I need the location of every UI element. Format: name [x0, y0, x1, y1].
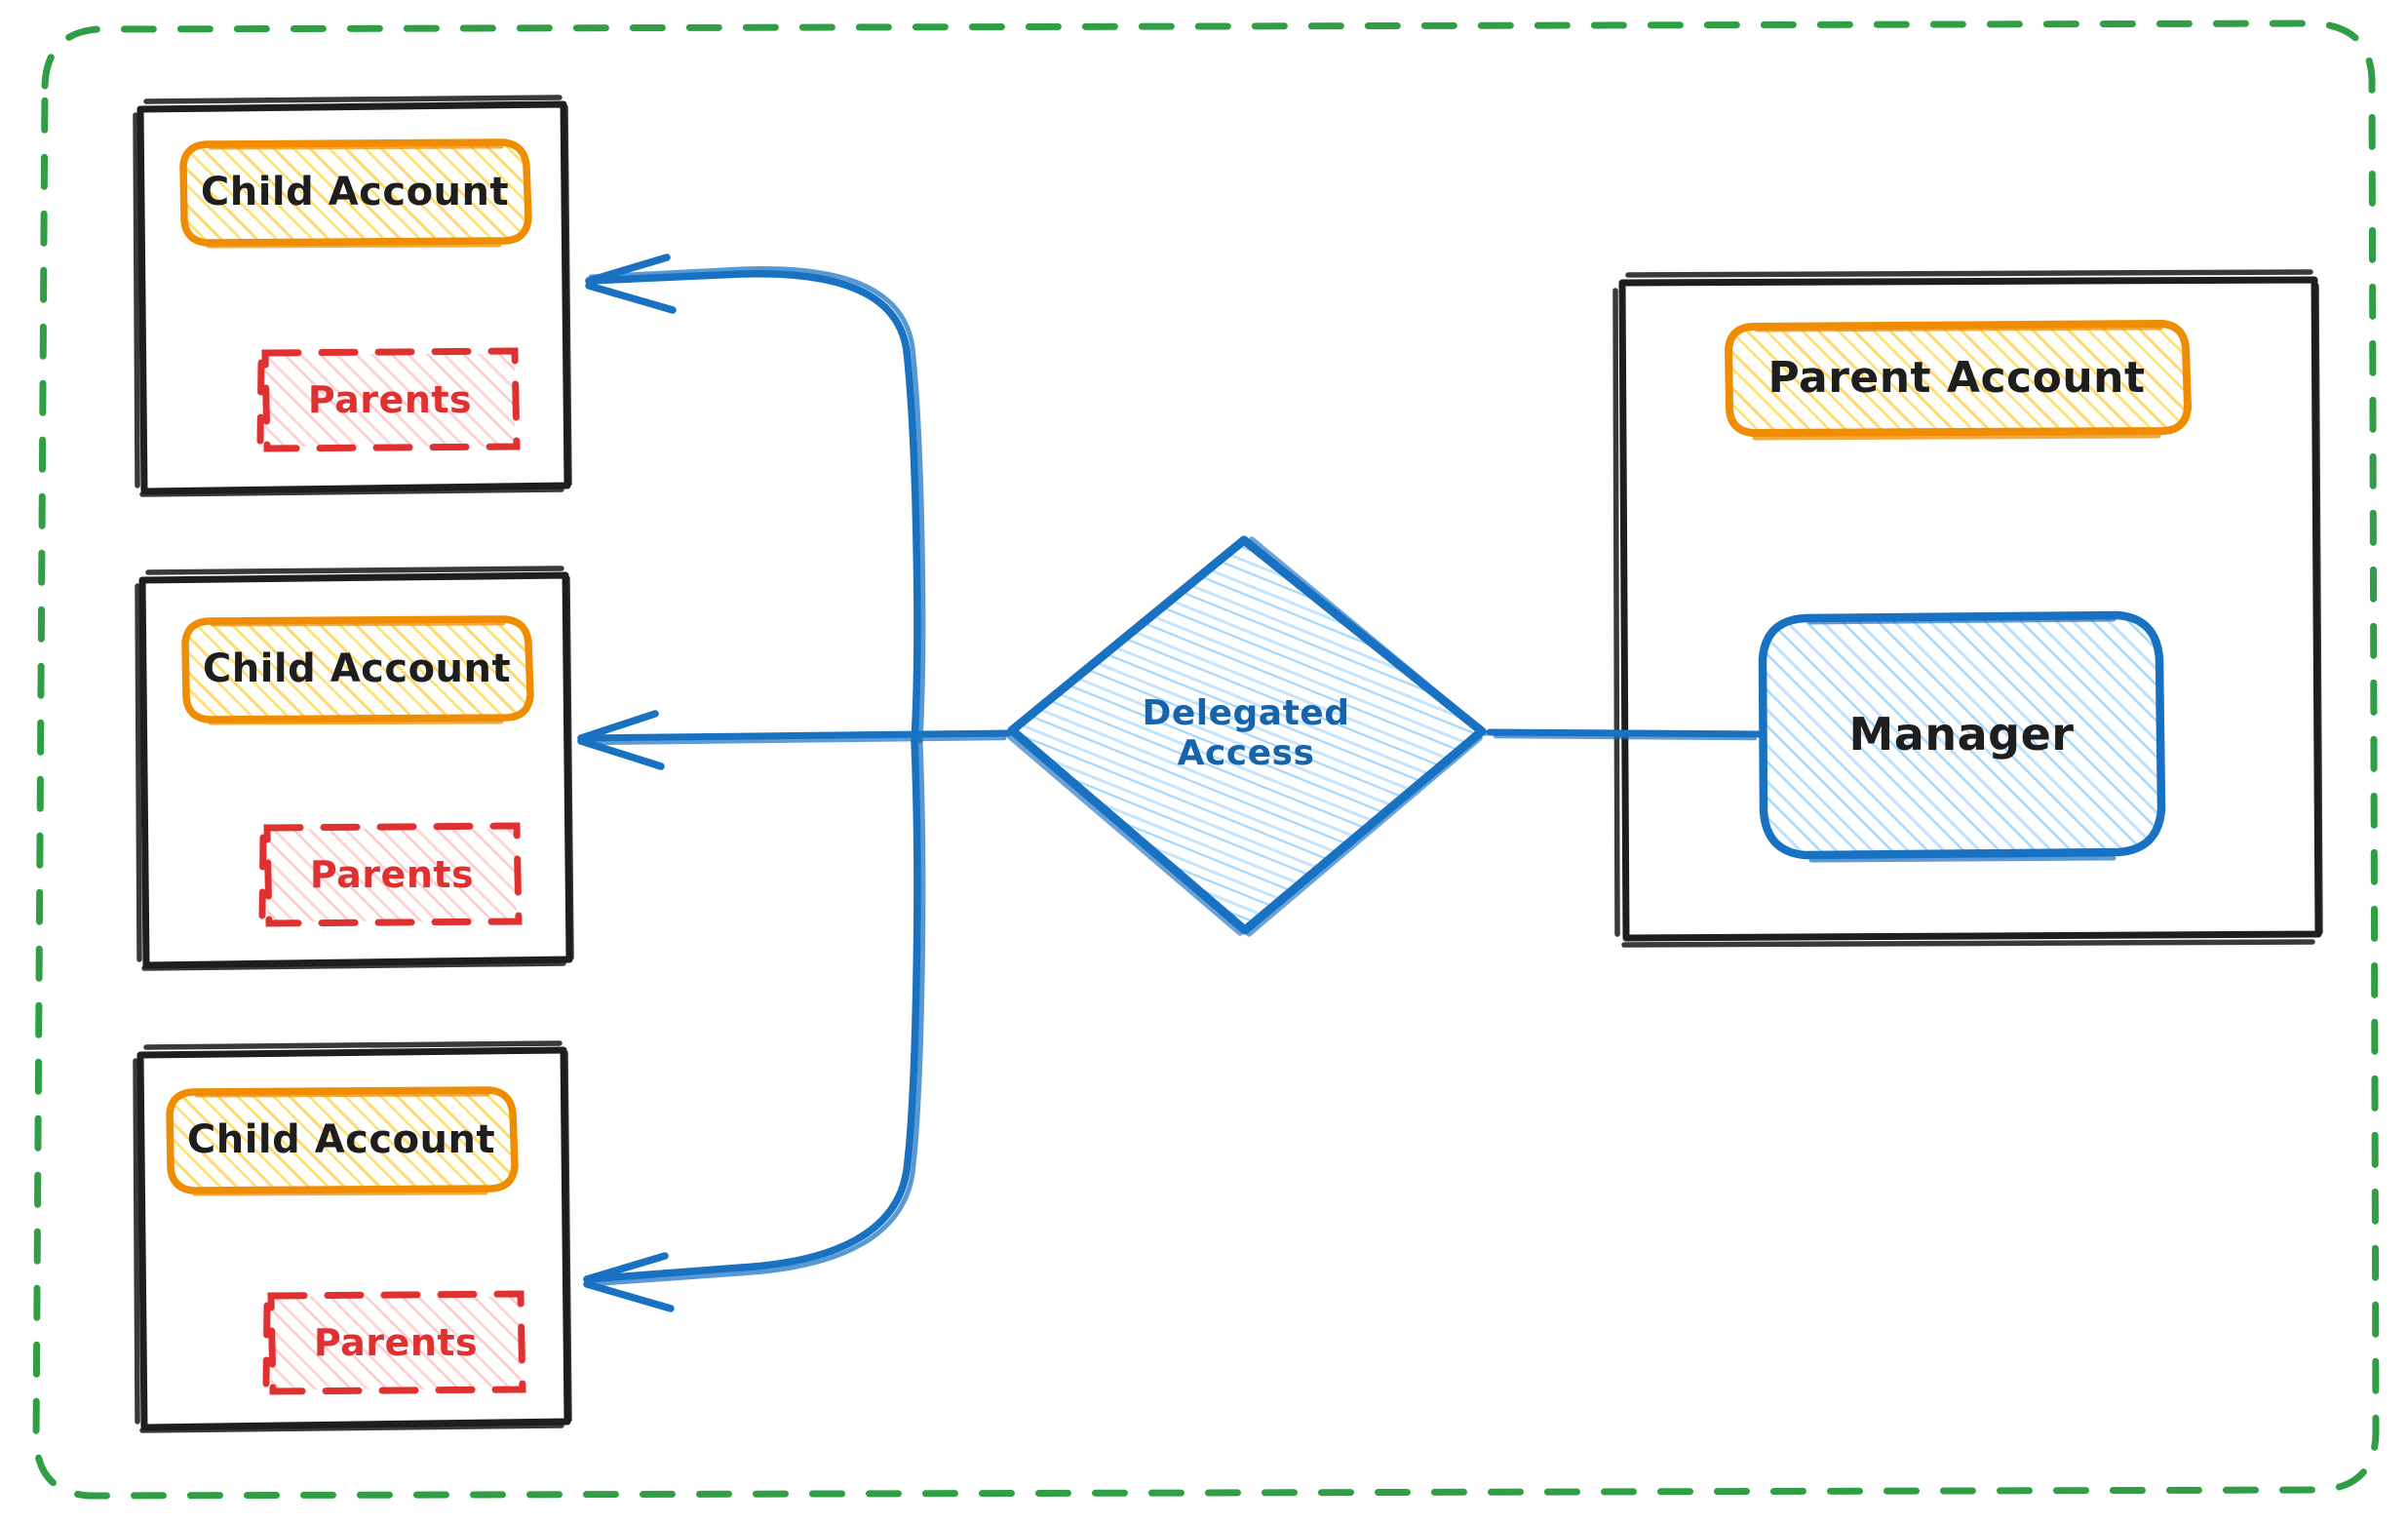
child-account-box-1[interactable] [179, 138, 532, 249]
parents-box-2[interactable] [258, 822, 523, 927]
organization-boundary [32, 20, 2380, 1500]
child-account-box-2[interactable] [181, 615, 534, 725]
parents-box-3[interactable] [262, 1290, 526, 1395]
parent-account-container[interactable] [1612, 269, 2323, 948]
delegated-access-diamond[interactable] [1006, 535, 1489, 937]
child-account-container-2[interactable] [135, 566, 574, 971]
child-account-container-1[interactable] [133, 95, 572, 497]
edge-delegated-access-to-child-3 [583, 737, 926, 1312]
child-account-box-3[interactable] [166, 1086, 519, 1196]
manager-box[interactable] [1758, 610, 2166, 863]
child-account-container-3[interactable] [133, 1040, 572, 1433]
parents-box-1[interactable] [256, 347, 521, 452]
edge-delegated-access-to-child-2 [577, 710, 1012, 770]
parent-account-box[interactable] [1724, 319, 2193, 441]
edge-manager-to-delegated-access [1486, 728, 1765, 741]
edge-delegated-access-to-child-1 [585, 254, 926, 745]
